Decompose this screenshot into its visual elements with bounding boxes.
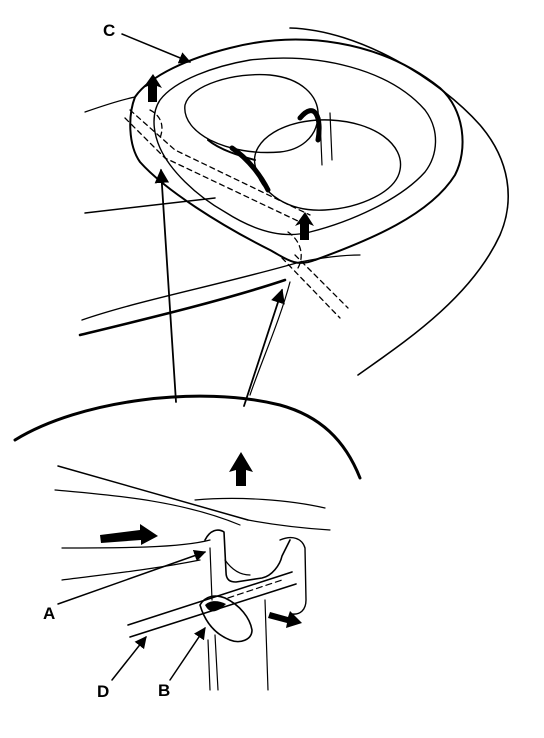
leader-upper: [84, 197, 216, 214]
cup-holder-c: [129, 38, 464, 264]
leader-c: [121, 33, 192, 64]
callout-b: B: [158, 681, 171, 700]
callout-c: C: [103, 21, 116, 40]
callout-d: D: [97, 682, 110, 701]
console-body: [78, 27, 509, 396]
detail-view: [54, 452, 331, 691]
callout-a: A: [43, 604, 56, 623]
hidden-clip-outlines: [124, 109, 349, 319]
detail-leaders: [57, 549, 207, 681]
detail-circle-boundary: [13, 394, 362, 480]
detail-pointer-arrows: [154, 168, 285, 407]
pull-up-arrows: [143, 74, 314, 240]
